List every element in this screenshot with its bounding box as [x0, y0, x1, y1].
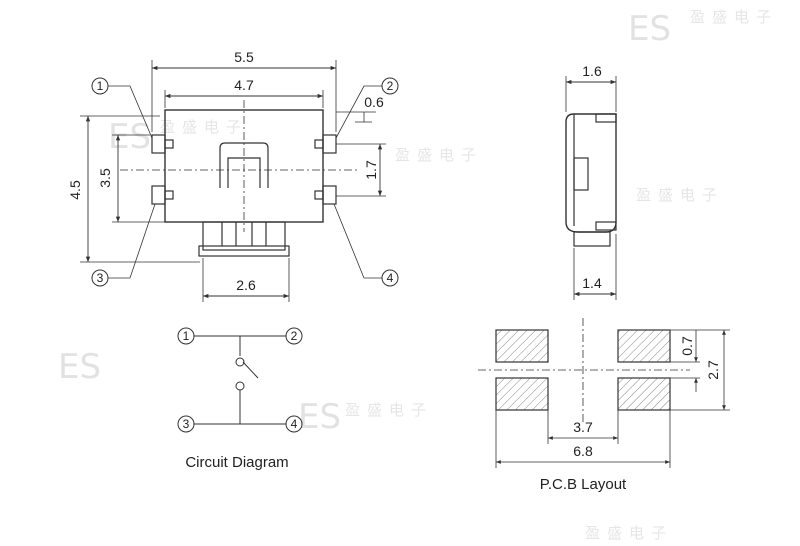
terminal-inner [164, 139, 174, 149]
pin-number: 4 [387, 271, 394, 285]
terminal-inner [164, 190, 174, 200]
watermark-char: 电 [734, 8, 749, 26]
watermark-logo: ES [108, 117, 151, 157]
dim-pcb-height: 2.7 [705, 360, 721, 380]
terminal-2 [322, 134, 337, 154]
pin-number: 2 [387, 79, 394, 93]
watermark-char: 电 [680, 186, 695, 204]
pin-callout-4 [381, 269, 399, 287]
dim-terminal-width: 0.6 [364, 94, 384, 110]
pcb-labels: 0.7 2.7 3.7 6.8 P.C.B Layout [540, 336, 721, 493]
circuit-pin-4 [285, 415, 303, 433]
pin-number: 3 [97, 271, 104, 285]
watermark-char: 子 [651, 524, 666, 542]
terminal-1 [151, 134, 166, 154]
watermark-char: 子 [702, 186, 717, 204]
dim-body-width: 4.7 [234, 77, 254, 93]
watermark-char: 盛 [658, 186, 673, 204]
circuit-pin-3 [177, 415, 195, 433]
circuit-labels: 1 2 3 4 Circuit Diagram [183, 329, 298, 471]
front-view-labels: 5.5 4.7 0.6 4.5 3.5 1.7 2.6 1 2 3 4 [67, 49, 394, 293]
watermark-char: 盈 [395, 146, 410, 164]
pad-1 [495, 329, 549, 363]
pin-number: 1 [97, 79, 104, 93]
dim-actuator-width: 2.6 [236, 277, 256, 293]
watermark-char: 盛 [417, 146, 432, 164]
dim-side-top: 1.6 [582, 63, 602, 79]
watermark-char: 盛 [182, 118, 197, 136]
terminals [151, 134, 337, 205]
dim-pcb-inner: 3.7 [573, 419, 593, 435]
pad-2 [617, 329, 671, 363]
watermark-char: 电 [389, 401, 404, 419]
dim-pcb-gap: 0.7 [679, 336, 695, 356]
side-view [565, 76, 617, 300]
pin-callout-3 [91, 269, 109, 287]
dim-pin-pitch: 1.7 [363, 160, 379, 180]
circuit-pin-1 [177, 327, 195, 345]
circuit-title: Circuit Diagram [185, 454, 288, 471]
watermark-char: 电 [204, 118, 219, 136]
pin-callout-1 [91, 77, 109, 95]
pcb-title: P.C.B Layout [540, 476, 627, 493]
watermark-char: 盈 [636, 186, 651, 204]
watermark-char: 电 [439, 146, 454, 164]
watermark-logo: ES [298, 397, 341, 437]
watermark: ES ES ES ES 盈 盛 电 子 盈 盛 电 子 盈 盛 电 子 盈 盛 … [58, 8, 771, 542]
circuit-pin-number: 1 [183, 329, 190, 343]
watermark-logo: ES [58, 347, 101, 387]
terminal-3 [151, 185, 166, 205]
actuator-plunger [198, 221, 290, 257]
pin-callout-2 [381, 77, 399, 95]
watermark-char: 盈 [690, 8, 705, 26]
watermark-char: 子 [411, 401, 426, 419]
circuit-pin-2 [285, 327, 303, 345]
pcb-layout [478, 318, 730, 468]
pad-3 [495, 377, 549, 411]
terminal-inner [314, 190, 324, 200]
front-view [80, 60, 399, 302]
circuit-diagram [177, 327, 303, 433]
circuit-pin-number: 4 [291, 417, 298, 431]
watermark-char: 子 [461, 146, 476, 164]
dim-overall-height: 4.5 [67, 180, 83, 200]
dim-pcb-outer: 6.8 [573, 443, 593, 459]
watermark-logo: ES [628, 9, 671, 49]
watermark-char: 子 [226, 118, 241, 136]
dim-side-bottom: 1.4 [582, 275, 602, 291]
circuit-pin-number: 3 [183, 417, 190, 431]
watermark-char: 盛 [607, 524, 622, 542]
watermark-char: 盛 [712, 8, 727, 26]
dim-pin-span: 3.5 [97, 168, 113, 188]
watermark-char: 电 [629, 524, 644, 542]
terminal-inner [314, 139, 324, 149]
watermark-char: 盈 [585, 524, 600, 542]
pad-4 [617, 377, 671, 411]
watermark-char: 盈 [160, 118, 175, 136]
watermark-char: 盈 [345, 401, 360, 419]
dim-overall-width: 5.5 [234, 49, 254, 65]
watermark-char: 盛 [367, 401, 382, 419]
circuit-pin-number: 2 [291, 329, 298, 343]
terminal-4 [322, 185, 337, 205]
side-view-labels: 1.6 1.4 [582, 63, 602, 291]
watermark-char: 子 [756, 8, 771, 26]
